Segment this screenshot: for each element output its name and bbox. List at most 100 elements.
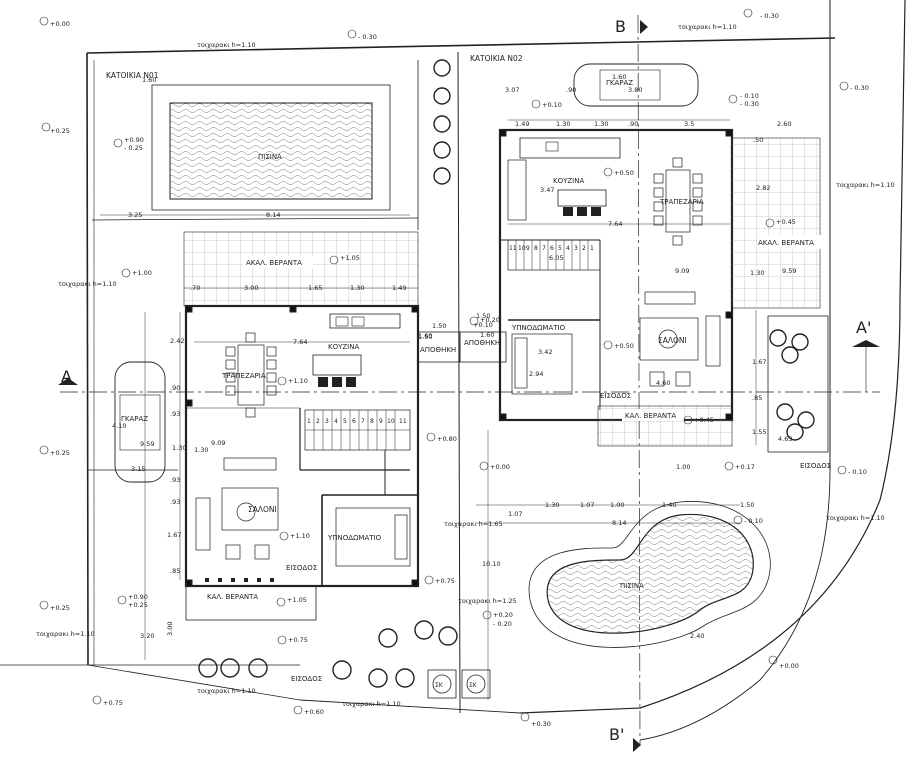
dining-left	[225, 332, 277, 418]
section-mark-b-prime: B'	[609, 725, 624, 744]
veranda-front-right-label: ΚΑΛ. ΒΕΡΑΝΤΑ	[625, 412, 676, 420]
dim-label: 3.80	[628, 86, 642, 94]
level-label: - 0.25	[124, 144, 143, 152]
stair-step: 7	[542, 245, 546, 252]
dim-label: 1.49	[392, 284, 406, 292]
dim-label: 1.67	[752, 358, 766, 366]
dim-label: .70	[190, 284, 200, 292]
veranda-front-left-label: ΚΑΛ. ΒΕΡΑΝΤΑ	[207, 593, 258, 601]
stair-step: 2	[316, 418, 320, 425]
dim-label: 1.30	[350, 284, 364, 292]
wall-note: τοιχαρακι h=1.25	[458, 597, 517, 605]
dim-label: 10.10	[482, 560, 501, 568]
bedroom-left	[335, 507, 411, 567]
dim-label: 4.10	[112, 422, 126, 430]
level-label: +1.10	[290, 532, 310, 540]
level-label: +0.17	[735, 463, 755, 471]
living-right-label: ΣΑΛΟΝΙ	[658, 336, 687, 345]
dining-right-label: ΤΡΑΠΕΖΑΡΙΑ	[659, 198, 704, 206]
dim-label: 6.05	[549, 254, 563, 262]
level-label: +0.20	[480, 316, 500, 324]
level-label: +0.45	[776, 218, 796, 226]
level-label: +1.05	[340, 254, 360, 262]
site-boundary	[0, 0, 906, 741]
entrance-bottom-label: ΕΙΣΟΔΟΣ	[291, 675, 322, 683]
pool-left-label: ΠΙΣΙΝΑ	[258, 153, 282, 161]
section-mark-a-prime: A'	[856, 318, 871, 337]
house-n02-title: ΚΑΤΟΙΚΙΑ Ν02	[470, 54, 523, 63]
garage-right-label: ΓΚΑΡΑΖ	[606, 79, 633, 87]
stairs-right: 11 10 9 8 7 6 5 4 3 2 1	[507, 239, 601, 271]
pool-right: ΠΙΣΙΝΑ	[528, 501, 771, 648]
dim-label: .85	[752, 394, 762, 402]
dim-label: 1.50	[476, 312, 490, 320]
level-label: +0.00	[50, 20, 70, 28]
storage-left-label: ΑΠΟΘΗΚΗ	[420, 346, 456, 354]
dim-label: 7.64	[293, 338, 307, 346]
level-label: - 0.10	[848, 468, 867, 476]
dim-label: 1.07	[508, 510, 522, 518]
dim-label: 8.14	[612, 519, 626, 527]
stair-step: 6	[550, 245, 554, 252]
level-label: +0.50	[614, 169, 634, 177]
dim-label: 2.60	[777, 120, 791, 128]
dim-label: 1.00	[676, 463, 690, 471]
dim-label: 3.07	[505, 86, 519, 94]
dim-label: 1.30	[594, 120, 608, 128]
wall-note: τοιχαρακι h=1.10	[678, 23, 737, 31]
dim-label: 1.49	[515, 120, 529, 128]
sk-box-label: ΣΚ	[469, 682, 478, 689]
dim-label: 2.82	[756, 184, 770, 192]
level-label: +0.25	[50, 127, 70, 135]
wall-note: τοιχαρακι h=1.10	[58, 280, 117, 288]
level-label: - 0.30	[760, 12, 779, 20]
stair-step: 11	[509, 245, 517, 252]
veranda-front-left: ΚΑΛ. ΒΕΡΑΝΤΑ	[185, 578, 317, 621]
dim-label: 3.42	[538, 348, 552, 356]
entrance-right-label: ΕΙΣΟΔΟΣ	[600, 392, 631, 400]
living-left-label: ΣΑΛΟΝΙ	[248, 505, 277, 514]
kitchen-right-label: ΚΟΥΖΙΝΑ	[553, 177, 584, 185]
level-label: - 0.30	[850, 84, 869, 92]
veranda-back-right: ΑΚΑΛ. ΒΕΡΑΝΤΑ	[731, 137, 821, 309]
pool-right-label: ΠΙΣΙΝΑ	[620, 582, 644, 590]
veranda-back-left: ΑΚΑΛ. ΒΕΡΑΝΤΑ	[183, 231, 419, 307]
stair-step: 1	[307, 418, 311, 425]
dim-label: 4.60	[656, 379, 670, 387]
dim-label: 3.15	[131, 465, 145, 473]
stair-step: 9	[379, 418, 383, 425]
level-label: - 0.30	[358, 33, 377, 41]
dim-label: 3.5	[684, 120, 694, 128]
level-label: - 0.20	[493, 620, 512, 628]
wall-note: τοιχαρακι h=1.65	[444, 520, 503, 528]
living-right	[639, 291, 721, 387]
dim-label: 1.67	[167, 531, 181, 539]
storage-link: ΑΠΟΘΗΚΗ ΑΠΟΘΗΚΗ	[417, 331, 507, 363]
stair-step: 6	[352, 418, 356, 425]
level-label: +0.45	[694, 416, 714, 424]
dim-label: .90	[566, 86, 576, 94]
level-label: +0.75	[288, 636, 308, 644]
garage-left-label: ΓΚΑΡΑΖ	[121, 415, 148, 423]
veranda-back-right-label: ΑΚΑΛ. ΒΕΡΑΝΤΑ	[758, 239, 814, 247]
garden-bed	[767, 315, 829, 453]
dim-label: 7.64	[608, 220, 622, 228]
garage-right: ΓΚΑΡΑΖ	[573, 63, 699, 107]
dim-label: .93	[170, 476, 180, 484]
stair-step: 3	[574, 245, 578, 252]
dim-label: .90	[170, 384, 180, 392]
level-label: +1.05	[287, 596, 307, 604]
wall-note: τοιχαρακι h=1.10	[197, 41, 256, 49]
dim-label: 1.60	[418, 332, 432, 340]
stair-step: 5	[558, 245, 562, 252]
dim-label: 1.50	[432, 322, 446, 330]
stair-step: 9	[526, 245, 530, 252]
dim-label: 4.63	[778, 435, 792, 443]
level-label: +0.25	[128, 601, 148, 609]
veranda-front-right: ΚΑΛ. ΒΕΡΑΝΤΑ	[597, 405, 733, 447]
level-label: +0.50	[614, 342, 634, 350]
veranda-back-left-label: ΑΚΑΛ. ΒΕΡΑΝΤΑ	[246, 259, 302, 267]
stair-step: 4	[566, 245, 570, 252]
dim-label: .90	[628, 120, 638, 128]
stair-step: 3	[325, 418, 329, 425]
